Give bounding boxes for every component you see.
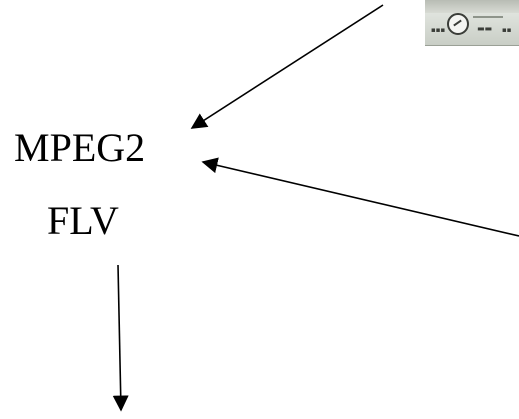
thumbnail-mark-left: ▪▪▪ bbox=[431, 26, 446, 34]
device-thumbnail-image: ▪▪▪ ▬▬ ▪▪ bbox=[425, 0, 519, 46]
label-mpeg2: MPEG2 bbox=[14, 125, 146, 170]
thumbnail-mark-center: ▬▬ bbox=[477, 24, 493, 33]
thumbnail-line bbox=[473, 16, 503, 18]
thumbnail-top-bar bbox=[425, 0, 519, 13]
arrow-thumbnail-to-mpeg2 bbox=[190, 4, 384, 129]
arrow-flv-down bbox=[112, 264, 129, 412]
label-flv: FLV bbox=[47, 198, 119, 243]
dial-icon bbox=[447, 13, 469, 35]
arrow-right-to-mpeg2 bbox=[201, 157, 519, 237]
thumbnail-mark-right: ▪▪ bbox=[502, 26, 512, 34]
